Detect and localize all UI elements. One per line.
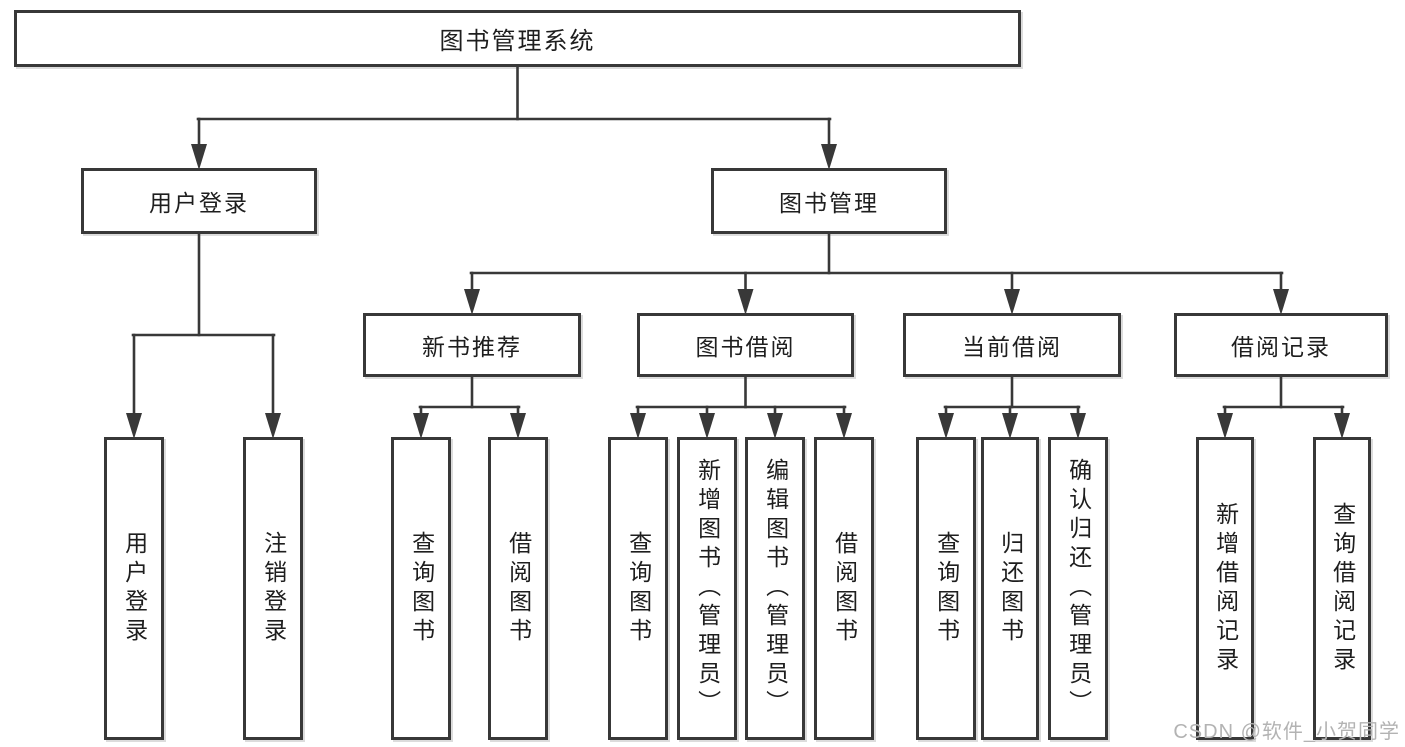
node-root: 图书管理系统: [14, 10, 1021, 67]
node-label: 归还图书: [997, 530, 1024, 647]
node-label: 新增图书（管理员）: [694, 458, 721, 719]
arrowhead-icon: [413, 413, 429, 439]
node-label: 当前借阅: [962, 334, 1062, 360]
node-label: 图书管理系统: [439, 28, 596, 55]
arrowhead-icon: [1217, 413, 1233, 439]
node-leaf-bb-query: 查询图书: [608, 437, 668, 740]
arrowhead-icon: [767, 413, 783, 439]
node-leaf-nb-borrow: 借阅图书: [488, 437, 548, 740]
arrowhead-icon: [1002, 413, 1018, 439]
arrowhead-icon: [699, 413, 715, 439]
node-label: 确认归还（管理员）: [1065, 458, 1092, 719]
node-current-borrow: 当前借阅: [903, 313, 1121, 377]
node-leaf-bb-add: 新增图书（管理员）: [677, 437, 737, 740]
node-label: 用户登录: [121, 530, 148, 647]
node-leaf-br-query: 查询借阅记录: [1313, 437, 1371, 740]
node-leaf-cb-confirm: 确认归还（管理员）: [1048, 437, 1108, 740]
arrowhead-icon: [821, 144, 837, 170]
arrowhead-icon: [1334, 413, 1350, 439]
arrowhead-icon: [464, 289, 480, 315]
node-label: 图书管理: [779, 190, 879, 216]
node-label: 图书借阅: [695, 334, 796, 360]
arrowhead-icon: [126, 413, 142, 439]
arrowhead-icon: [1004, 289, 1020, 315]
arrowhead-icon: [836, 413, 852, 439]
node-label: 新书推荐: [422, 334, 522, 360]
node-leaf-cb-return: 归还图书: [981, 437, 1039, 740]
arrowhead-icon: [265, 413, 281, 439]
watermark: CSDN @软件_小贺同学: [1173, 721, 1400, 743]
arrowhead-icon: [630, 413, 646, 439]
node-label: 查询图书: [408, 530, 435, 647]
node-label: 查询图书: [625, 530, 652, 647]
node-label: 借阅记录: [1231, 334, 1331, 360]
node-label: 用户登录: [149, 190, 249, 216]
arrowhead-icon: [1273, 289, 1289, 315]
node-book-mgmt: 图书管理: [711, 168, 947, 234]
node-label: 借阅图书: [505, 530, 532, 647]
node-label: 查询图书: [933, 530, 960, 647]
node-label: 新增借阅记录: [1212, 501, 1239, 676]
arrowhead-icon: [1070, 413, 1086, 439]
node-new-book-rec: 新书推荐: [363, 313, 581, 377]
node-leaf-nb-query: 查询图书: [391, 437, 451, 740]
node-leaf-cb-query: 查询图书: [916, 437, 976, 740]
node-book-borrow: 图书借阅: [637, 313, 854, 377]
node-borrow-record: 借阅记录: [1174, 313, 1388, 377]
node-user-login: 用户登录: [81, 168, 317, 234]
arrowhead-icon: [737, 289, 754, 315]
node-leaf-bb-edit: 编辑图书（管理员）: [745, 437, 805, 740]
arrowhead-icon: [938, 413, 954, 439]
arrowhead-icon: [510, 413, 526, 439]
node-leaf-bb-borrow: 借阅图书: [814, 437, 874, 740]
node-label: 借阅图书: [831, 530, 858, 647]
node-label: 编辑图书（管理员）: [762, 458, 789, 719]
node-leaf-user-login: 用户登录: [104, 437, 164, 740]
node-leaf-logout: 注销登录: [243, 437, 303, 740]
node-label: 查询借阅记录: [1329, 501, 1356, 676]
node-label: 注销登录: [260, 530, 287, 647]
node-leaf-br-add: 新增借阅记录: [1196, 437, 1254, 740]
arrowhead-icon: [191, 144, 207, 170]
